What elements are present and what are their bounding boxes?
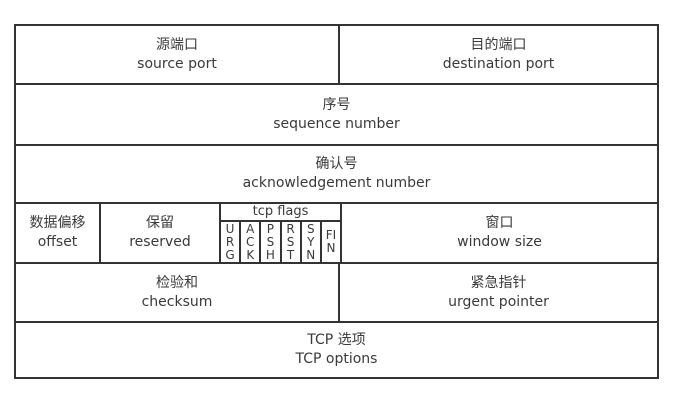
- cell-destination-port: 目的端口 destination port: [338, 26, 657, 83]
- cell-window-size: 窗口 window size: [340, 204, 657, 262]
- cell-tcp-flags: tcp flags URG ACK PSH RST SYN FIN: [219, 204, 340, 262]
- cell-acknowledgement-number: 确认号 acknowledgement number: [16, 146, 657, 202]
- sequence-number-label-en: sequence number: [273, 115, 400, 132]
- destination-port-label-en: destination port: [442, 55, 555, 72]
- cell-sequence-number: 序号 sequence number: [16, 85, 657, 144]
- flag-psh: PSH: [259, 222, 279, 262]
- flag-urg: URG: [221, 222, 239, 262]
- tcp-flags-grid: URG ACK PSH RST SYN FIN: [221, 222, 340, 262]
- row-ports: 源端口 source port 目的端口 destination port: [16, 26, 657, 83]
- row-sequence-number: 序号 sequence number: [16, 83, 657, 144]
- destination-port-label-zh: 目的端口: [470, 36, 527, 53]
- flag-ack-label: ACK: [246, 221, 255, 262]
- checksum-label-zh: 检验和: [156, 274, 198, 291]
- flag-ack: ACK: [239, 222, 259, 262]
- cell-offset: 数据偏移 offset: [16, 204, 99, 262]
- row-checksum-urgent: 检验和 checksum 紧急指针 urgent pointer: [16, 262, 657, 321]
- offset-label-zh: 数据偏移: [29, 215, 86, 231]
- offset-label-en: offset: [37, 234, 78, 250]
- tcp-header-diagram: 源端口 source port 目的端口 destination port 序号…: [14, 24, 659, 379]
- flag-rst: RST: [279, 221, 300, 262]
- tcp-flags-header: tcp flags: [221, 204, 340, 222]
- acknowledgement-number-label-en: acknowledgement number: [242, 175, 431, 191]
- flag-psh-label: PSH: [265, 221, 275, 262]
- flag-fin-label: FIN: [325, 228, 337, 255]
- acknowledgement-number-label-zh: 确认号: [315, 156, 358, 172]
- flag-syn-label: SYN: [306, 221, 316, 262]
- window-size-label-zh: 窗口: [485, 215, 514, 231]
- reserved-label-en: reserved: [129, 234, 191, 250]
- flag-urg-label: URG: [225, 221, 235, 262]
- cell-source-port: 源端口 source port: [16, 26, 338, 83]
- cell-tcp-options: TCP 选项 TCP options: [16, 323, 657, 377]
- flag-syn: SYN: [299, 221, 320, 262]
- tcp-options-label-en: TCP options: [295, 351, 378, 367]
- reserved-label-zh: 保留: [146, 215, 174, 231]
- row-offset-flags-window: 数据偏移 offset 保留 reserved tcp flags URG AC…: [16, 202, 657, 262]
- flag-fin: FIN: [319, 222, 340, 262]
- urgent-pointer-label-en: urgent pointer: [448, 293, 549, 310]
- cell-urgent-pointer: 紧急指针 urgent pointer: [338, 264, 657, 321]
- window-size-label-en: window size: [457, 234, 542, 250]
- sequence-number-label-zh: 序号: [322, 96, 351, 113]
- tcp-options-label-zh: TCP 选项: [307, 332, 366, 348]
- row-tcp-options: TCP 选项 TCP options: [16, 321, 657, 377]
- row-acknowledgement-number: 确认号 acknowledgement number: [16, 144, 657, 202]
- source-port-label-zh: 源端口: [156, 36, 198, 53]
- flag-rst-label: RST: [286, 221, 295, 262]
- urgent-pointer-label-zh: 紧急指针: [470, 274, 527, 291]
- checksum-label-en: checksum: [141, 293, 213, 310]
- cell-reserved: 保留 reserved: [99, 204, 219, 262]
- cell-checksum: 检验和 checksum: [16, 264, 338, 321]
- source-port-label-en: source port: [137, 55, 217, 72]
